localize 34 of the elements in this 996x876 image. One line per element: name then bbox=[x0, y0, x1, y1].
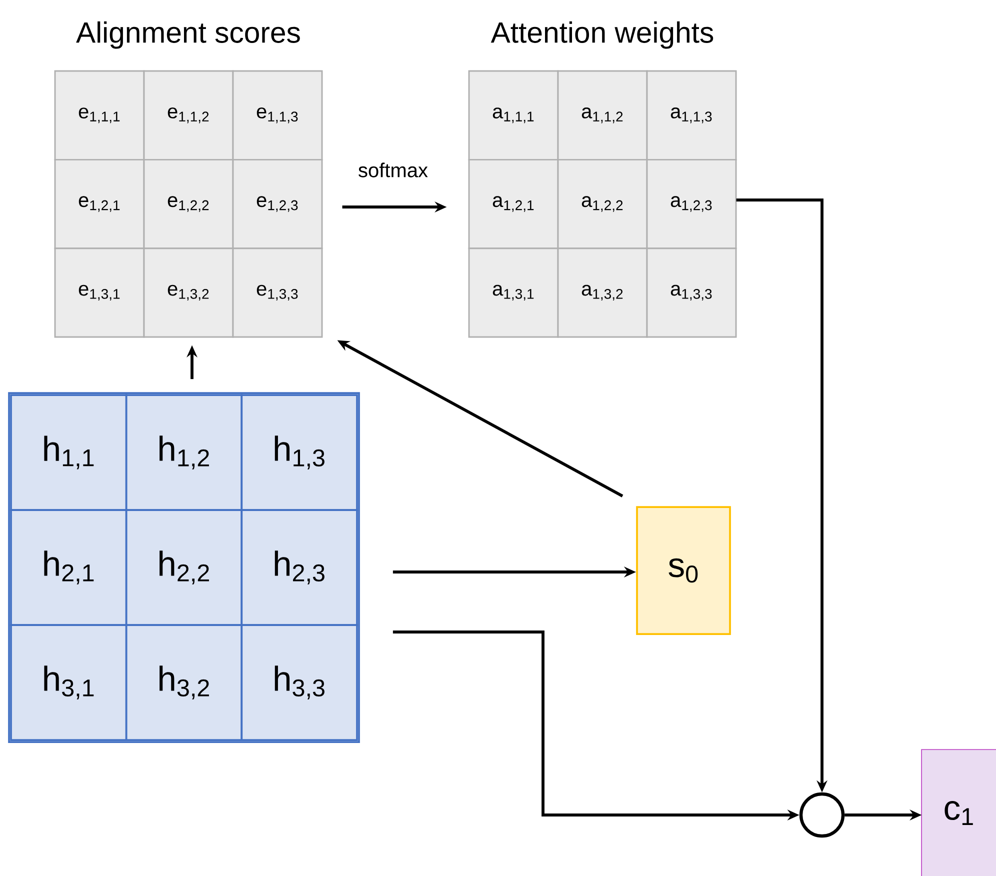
grid-cell: h$_{1,1}$ bbox=[10, 394, 128, 511]
grid-cell: h$_{3,1}$ bbox=[10, 624, 128, 741]
grid-cell: e$_{1,2,3}$ bbox=[232, 158, 323, 250]
grid-cell: h$_{2,3}$ bbox=[240, 509, 358, 626]
combine-circle bbox=[799, 792, 845, 838]
hidden-grid bbox=[8, 392, 360, 743]
grid-cell: a$_{1,3,1}$ bbox=[468, 248, 559, 338]
grid-cell: e$_{1,1,3}$ bbox=[232, 70, 323, 160]
grid-cell: h$_{3,3}$ bbox=[240, 624, 358, 741]
grid-cell: a$_{1,2,3}$ bbox=[646, 158, 737, 250]
node-label: Alignment scores bbox=[76, 21, 300, 49]
grid-cell: h$_{1,3}$ bbox=[240, 394, 358, 511]
grid-cell: a$_{1,3,3}$ bbox=[646, 248, 737, 338]
context-box: c$_{1}$ bbox=[921, 749, 996, 876]
edge-label: softmax bbox=[356, 161, 430, 179]
grid-cell: e$_{1,1,1}$ bbox=[54, 70, 145, 160]
node-label: Attention weights bbox=[490, 21, 714, 49]
grid-cell: a$_{1,2,1}$ bbox=[468, 158, 559, 250]
grid-cell: e$_{1,1,2}$ bbox=[143, 70, 234, 160]
grid-cell: a$_{1,1,3}$ bbox=[646, 70, 737, 160]
state-box: s$_{0}$ bbox=[636, 506, 731, 635]
grid-cell: e$_{1,2,2}$ bbox=[143, 158, 234, 250]
grid-cell: a$_{1,1,2}$ bbox=[557, 70, 648, 160]
grid-cell: h$_{2,1}$ bbox=[10, 509, 128, 626]
grid-cell: e$_{1,3,2}$ bbox=[143, 248, 234, 338]
grid-cell: e$_{1,3,3}$ bbox=[232, 248, 323, 338]
grid-cell: h$_{3,2}$ bbox=[125, 624, 243, 741]
grid-cell: a$_{1,3,2}$ bbox=[557, 248, 648, 338]
grid-cell: h$_{2,2}$ bbox=[125, 509, 243, 626]
grid-cell: e$_{1,2,1}$ bbox=[54, 158, 145, 250]
grid-cell: e$_{1,3,1}$ bbox=[54, 248, 145, 338]
grid-cell: a$_{1,2,2}$ bbox=[557, 158, 648, 250]
grid-cell: h$_{1,2}$ bbox=[125, 394, 243, 511]
grid-cell: a$_{1,1,1}$ bbox=[468, 70, 559, 160]
